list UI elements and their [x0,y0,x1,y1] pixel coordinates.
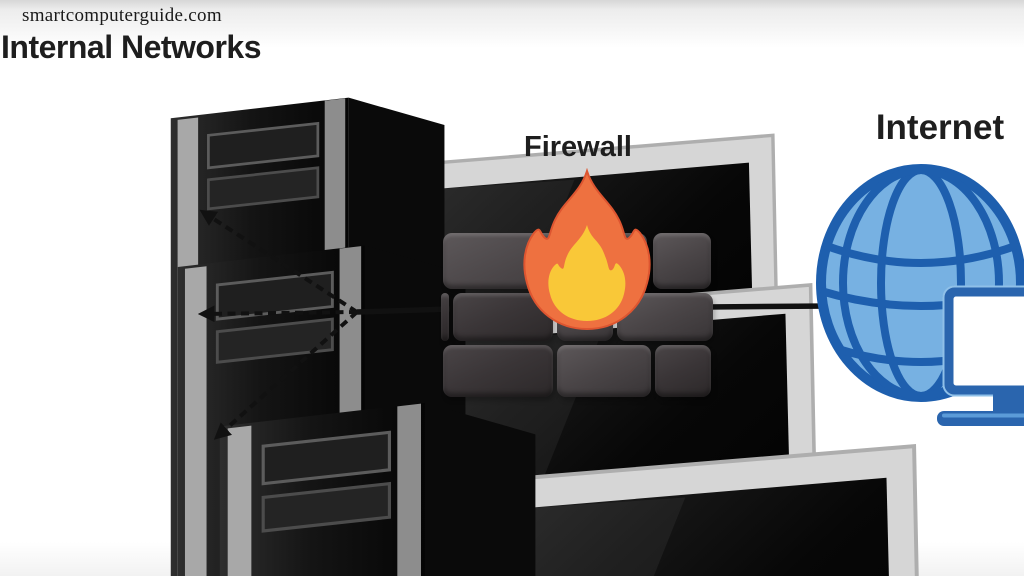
internal-networks-label: Internal Networks [1,29,262,65]
brick [557,345,651,397]
top-gradient [0,0,1024,48]
line-hub-to-firewall [356,306,451,315]
dashed-arrow-to-pc1 [199,209,359,314]
firewall-label: Firewall [524,131,632,163]
lan-connections [197,209,833,440]
dashed-arrow-to-pc2 [197,305,358,323]
monitor-icon [937,285,1024,426]
line-firewall-to-internet [705,303,833,310]
brick [443,345,553,397]
brick [655,345,711,397]
internet-label: Internet [875,108,1005,147]
dashed-arrow-to-pc3 [213,310,359,440]
brick [441,293,449,341]
internet-globe-icon [816,164,1024,426]
flame-icon [523,168,651,331]
site-watermark: smartcomputerguide.com [22,5,222,26]
brick [653,233,711,289]
